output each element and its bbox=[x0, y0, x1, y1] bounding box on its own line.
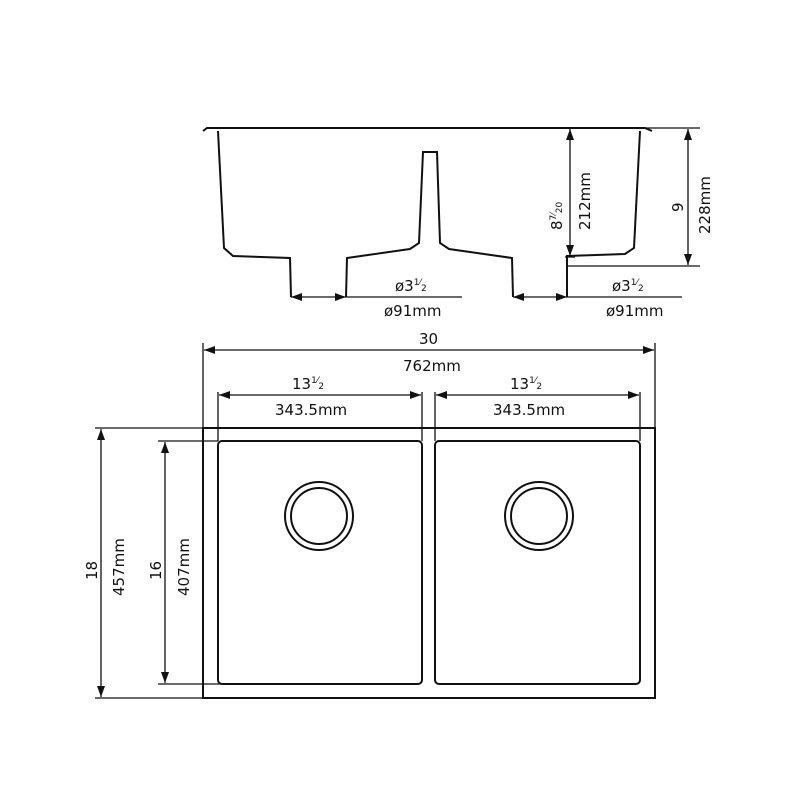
arrow-head bbox=[628, 391, 639, 399]
right-drain bbox=[504, 481, 574, 551]
drain-left-imperial-label: ø31⁄2 bbox=[395, 277, 427, 295]
overall-depth-metric-label: 457mm bbox=[110, 538, 128, 596]
arrow-head bbox=[566, 245, 574, 256]
arrow-head bbox=[97, 429, 105, 440]
bowl-depth-metric-label: 407mm bbox=[175, 538, 193, 596]
height-imperial-label: 9 bbox=[669, 202, 687, 212]
left-bowl-width-metric-label: 343.5mm bbox=[275, 401, 347, 419]
side-view-outline bbox=[217, 130, 641, 298]
plan-view: 30 762mm 131⁄2 343.5mm 131⁄2 343.5mm 18 … bbox=[83, 330, 656, 699]
arrow-head bbox=[161, 672, 169, 683]
left-bowl-width-imperial-label: 131⁄2 bbox=[292, 375, 324, 393]
overall-width-metric-label: 762mm bbox=[403, 357, 461, 375]
sink-outer-outline bbox=[202, 427, 656, 699]
arrow-head bbox=[219, 391, 230, 399]
overall-depth-imperial-label: 18 bbox=[83, 561, 101, 580]
right-bowl-outline bbox=[434, 440, 641, 685]
arrow-head bbox=[684, 254, 692, 265]
arrow-head bbox=[204, 346, 215, 354]
drain-right-imperial-label: ø31⁄2 bbox=[612, 277, 644, 295]
arrow-head bbox=[161, 442, 169, 453]
left-drain bbox=[284, 481, 354, 551]
arrow-head bbox=[97, 686, 105, 697]
depth-imperial-label: 87⁄20 bbox=[548, 201, 566, 230]
arrow-head bbox=[556, 293, 567, 301]
arrow-head bbox=[643, 346, 654, 354]
depth-metric-label: 212mm bbox=[576, 172, 594, 230]
right-bowl-width-imperial-label: 131⁄2 bbox=[510, 375, 542, 393]
arrow-head bbox=[566, 129, 574, 140]
drain-right-metric-label: ø91mm bbox=[606, 302, 664, 320]
arrow-head bbox=[513, 293, 524, 301]
right-bowl-width-metric-label: 343.5mm bbox=[493, 401, 565, 419]
overall-width-imperial-label: 30 bbox=[419, 330, 438, 348]
arrow-head bbox=[410, 391, 421, 399]
arrow-head bbox=[436, 391, 447, 399]
side-view: 87⁄20 212mm 9 228mm ø31⁄2 ø91mm ø31⁄2 ø9… bbox=[202, 127, 714, 320]
side-view-rim bbox=[202, 127, 653, 132]
arrow-head bbox=[335, 293, 346, 301]
height-metric-label: 228mm bbox=[696, 176, 714, 234]
drain-left-metric-label: ø91mm bbox=[384, 302, 442, 320]
bowl-depth-imperial-label: 16 bbox=[147, 561, 165, 580]
arrow-head bbox=[684, 129, 692, 140]
arrow-head bbox=[291, 293, 302, 301]
left-bowl-outline bbox=[217, 440, 423, 685]
